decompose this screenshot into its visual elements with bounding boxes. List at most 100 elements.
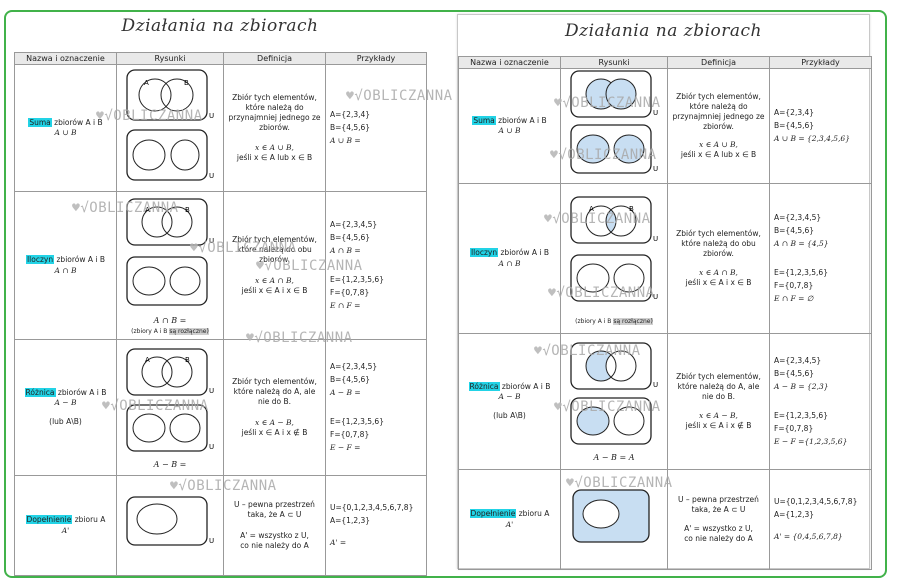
svg-text:B: B (184, 79, 189, 87)
drawing-cell: U (116, 475, 224, 576)
example-line: E ∩ F = ∅ (774, 293, 814, 303)
definition-cell: Zbiór tych elementów, które należą do pr… (667, 68, 770, 184)
example-line: A ∩ B = {4,5} (774, 239, 829, 249)
definition-condition: jeśli x ∈ A lub x ∈ B (680, 150, 757, 160)
svg-text:U: U (653, 235, 658, 243)
row-name-cell: Suma zbiorów A i B A ∪ B (458, 68, 561, 184)
table-row: Iloczyn zbiorów A i B A ∩ B A B U (14, 191, 427, 340)
operations-table: Nazwa i oznaczenie Rysunki Definicja Prz… (14, 52, 427, 576)
drawing-caption: A − B = (153, 459, 187, 469)
definition-formula: A' = wszystko z U, (240, 530, 309, 540)
definition-condition: jeśli x ∈ A i x ∈ B (685, 277, 752, 287)
definition-cell: Zbiór tych elementów, które należą do pr… (223, 64, 326, 192)
definition-cell: U – pewna przestrzeń taka, że A ⊂ U A' =… (223, 475, 326, 576)
example-line: A={2,3,4} (330, 109, 371, 119)
table-row: Dopełnienie zbioru A A' U – pewna przest… (458, 469, 872, 570)
example-cell: A={2,3,4,5} B={4,5,6} A − B = {2,3} E={1… (769, 333, 872, 470)
example-line: A − B = (330, 388, 361, 398)
drawing-cell: A B U U (116, 64, 224, 192)
term-rest: zbioru A (516, 509, 550, 519)
term-symbol: A' (505, 519, 514, 529)
example-line: F={0,7,8} (330, 287, 370, 297)
row-name-cell: Dopełnienie zbioru A A' (458, 469, 561, 570)
definition-condition: co nie należy do A (684, 533, 753, 543)
definition-condition: co nie należy do A (240, 540, 309, 550)
table-header-row: Nazwa i oznaczenie Rysunki Definicja Prz… (458, 56, 872, 69)
venn-intersection-diagrams: A B U (126, 198, 214, 306)
definition-cell: Zbiór tych elementów, które należą do ob… (667, 183, 770, 334)
header-examples: Przykłady (325, 52, 427, 65)
term-rest: zbiorów A i B (498, 248, 550, 258)
definition-text: U – pewna przestrzeń taka, że A ⊂ U (678, 495, 759, 515)
example-line: E={1,2,3,5,6} (330, 416, 384, 426)
example-line: A − B = {2,3} (774, 382, 829, 392)
row-name-cell: Iloczyn zbiorów A i B A ∩ B (458, 183, 561, 334)
table-row: Dopełnienie zbioru A A' U U – pewna prze… (14, 475, 427, 576)
header-definition: Definicja (667, 56, 770, 69)
term-rest: zbiorów A i B (495, 115, 547, 125)
term-alt-notation: (lub A\B) (493, 410, 526, 420)
term-highlight: Iloczyn (25, 255, 55, 265)
drawing-note: (zbiory A i B są rozłączne) (575, 317, 653, 325)
row-name-cell: Różnica zbiorów A i B A − B (lub A\B) (14, 339, 117, 476)
table-row: Różnica zbiorów A i B A − B (lub A\B) (458, 333, 872, 470)
row-name-cell: Dopełnienie zbioru A A' (14, 475, 117, 576)
table-row: Suma zbiorów A i B A ∪ B U U (458, 68, 872, 184)
term-rest: zbiorów A i B (55, 388, 107, 398)
definition-text: Zbiór tych elementów, które należą do pr… (228, 92, 321, 132)
definition-condition: jeśli x ∈ A lub x ∈ B (236, 153, 313, 163)
term-symbol: A − B (498, 392, 521, 402)
svg-text:U: U (653, 109, 658, 117)
drawing-cell: A B U U A − B = (116, 339, 224, 476)
svg-text:U: U (209, 172, 214, 180)
definition-formula: x ∈ A − B, (699, 410, 738, 420)
term-rest: zbiorów A i B (499, 382, 551, 392)
svg-text:U: U (653, 381, 658, 389)
term-rest: zbioru A (72, 515, 106, 525)
term-highlight: Suma (472, 115, 496, 125)
drawing-cell: A B U A ∩ B = (zbiory A i B są rozłączne… (116, 191, 224, 340)
drawing-cell: U A − B = A (560, 333, 668, 470)
svg-text:U: U (209, 237, 214, 245)
example-cell: A={2,3,4,5} B={4,5,6} A − B = E={1,2,3,5… (325, 339, 427, 476)
definition-formula: x ∈ A − B, (255, 417, 294, 427)
left-worksheet: Działania na zbiorach Nazwa i oznaczenie… (14, 14, 452, 576)
example-line: E ∩ F = (330, 300, 361, 310)
example-line: B={4,5,6} (774, 369, 815, 379)
example-line: A={2,3,4,5} (774, 213, 822, 223)
example-line: E={1,2,3,5,6} (330, 274, 384, 284)
svg-text:U: U (209, 112, 214, 120)
example-cell: A={2,3,4,5} B={4,5,6} A ∩ B = {4,5} E={1… (769, 183, 872, 334)
term-highlight: Różnica (468, 382, 500, 392)
example-cell: A={2,3,4} B={4,5,6} A ∪ B = {2,3,4,5,6} (769, 68, 872, 184)
table-row: Różnica zbiorów A i B A − B (lub A\B) A … (14, 339, 427, 476)
operations-table-solved: Nazwa i oznaczenie Rysunki Definicja Prz… (458, 56, 872, 570)
svg-text:B: B (629, 205, 634, 213)
drawing-cell (560, 469, 668, 570)
definition-formula: x ∈ A ∩ B, (699, 267, 738, 277)
header-name: Nazwa i oznaczenie (14, 52, 117, 65)
definition-text: Zbiór tych elementów, które należą do A,… (232, 377, 317, 407)
example-line: E={1,2,3,5,6} (774, 267, 828, 277)
svg-text:U: U (653, 293, 658, 301)
definition-formula: x ∈ A ∪ B, (699, 140, 738, 150)
svg-text:B: B (185, 206, 190, 214)
svg-text:A: A (145, 206, 150, 214)
definition-condition: jeśli x ∈ A i x ∉ B (685, 420, 752, 430)
example-line: A' = (330, 538, 347, 548)
term-highlight: Iloczyn (469, 248, 499, 258)
example-line: A={2,3,4,5} (330, 362, 378, 372)
example-line: A ∪ B = (330, 136, 361, 146)
example-line: A={1,2,3} (330, 515, 371, 525)
example-cell: A={2,3,4,5} B={4,5,6} A ∩ B = E={1,2,3,5… (325, 191, 427, 340)
example-line: A ∩ B = (330, 246, 361, 256)
example-line: B={4,5,6} (330, 122, 371, 132)
drawing-cell: U U (560, 68, 668, 184)
definition-cell: U – pewna przestrzeń taka, że A ⊂ U A' =… (667, 469, 770, 570)
svg-text:U: U (209, 387, 214, 395)
example-line: B={4,5,6} (774, 226, 815, 236)
example-line: U={0,1,2,3,4,5,6,7,8} (330, 502, 414, 512)
svg-text:A: A (589, 205, 594, 213)
example-line: A={2,3,4,5} (330, 220, 378, 230)
row-name-cell: Różnica zbiorów A i B A − B (lub A\B) (458, 333, 561, 470)
